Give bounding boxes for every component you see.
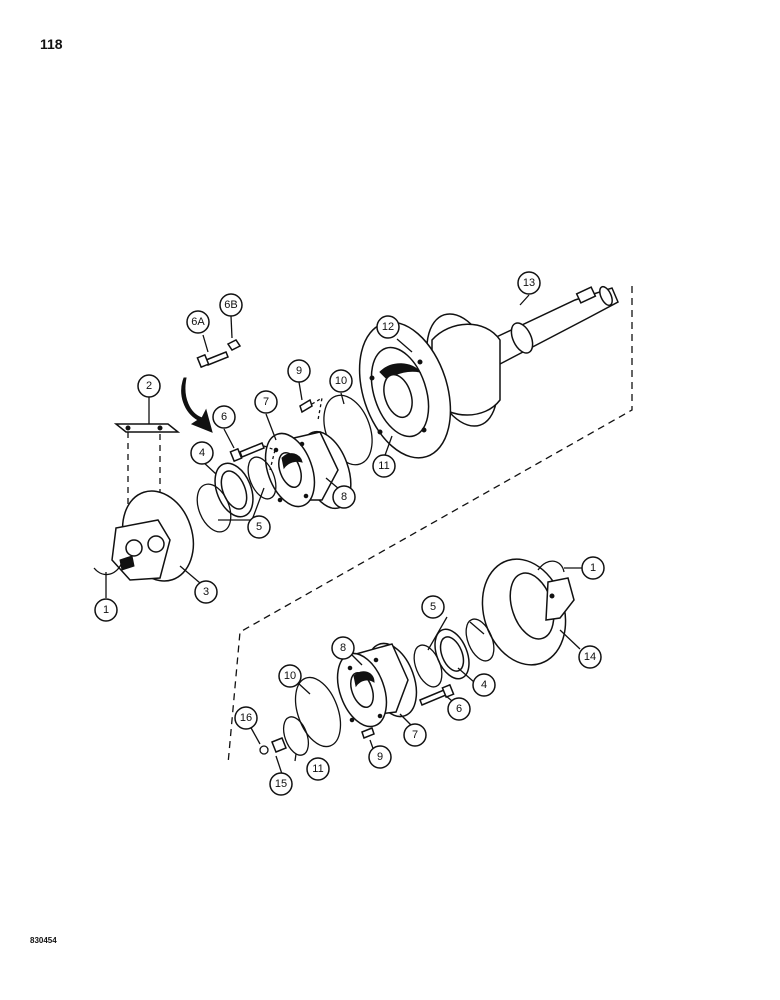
bolt-leader-upper [263, 445, 276, 471]
plate-hole-1 [125, 425, 131, 431]
callout-7-lower-label: 7 [412, 729, 418, 741]
callout-12-label: 12 [382, 321, 394, 333]
callout-6A-label: 6A [191, 316, 205, 328]
callout-8-upper-label: 8 [341, 491, 347, 503]
callout-6B: 6B [219, 293, 243, 317]
callout-15-label: 15 [275, 778, 287, 790]
callout-13: 13 [517, 271, 541, 295]
callout-1-upper: 1 [94, 598, 118, 622]
callout-11-upper: 11 [372, 454, 396, 478]
bolt-upper [229, 442, 265, 463]
callout-14: 14 [578, 645, 602, 669]
callout-4-lower-label: 4 [481, 679, 487, 691]
end-cap-upper [111, 490, 195, 582]
callout-8-lower: 8 [331, 636, 355, 660]
callout-11-lower: 11 [306, 757, 330, 781]
collar-lower [336, 642, 418, 728]
callout-8-lower-label: 8 [340, 642, 346, 654]
callout-5-lower-label: 5 [430, 601, 436, 613]
callout-4-upper: 4 [190, 441, 214, 465]
callout-4-lower: 4 [472, 673, 496, 697]
callout-9-lower-label: 9 [377, 751, 383, 763]
callout-10-lower: 10 [278, 664, 302, 688]
o-ring-large-lower [294, 676, 342, 748]
callout-6-lower-label: 6 [456, 703, 462, 715]
callout-7-upper-label: 7 [263, 396, 269, 408]
retainer-plate [113, 423, 181, 433]
callout-6B-label: 6B [224, 299, 237, 311]
seal-lower [434, 628, 470, 680]
seal-ring-lower-1 [465, 618, 495, 662]
callout-11-lower-label: 11 [312, 763, 323, 775]
callout-4-upper-label: 4 [199, 447, 205, 459]
callout-6-upper: 6 [212, 405, 236, 429]
dashed-alignment-line [227, 286, 633, 765]
callout-10-upper: 10 [329, 369, 353, 393]
callout-12: 12 [376, 315, 400, 339]
seal-upper [214, 462, 254, 518]
pin-leader-upper [311, 396, 323, 421]
lock-ring-lower [537, 560, 565, 573]
callout-2-label: 2 [146, 380, 152, 392]
callout-2: 2 [137, 374, 161, 398]
figure-code: 830454 [30, 936, 57, 945]
nut-6b [226, 339, 242, 351]
lock-ring-upper [93, 561, 123, 576]
callout-3-label: 3 [203, 586, 209, 598]
callout-10-lower-label: 10 [284, 670, 296, 682]
callout-9-upper: 9 [287, 359, 311, 383]
page-number: 118 [40, 36, 63, 52]
callout-3: 3 [194, 580, 218, 604]
bolt-lower [419, 683, 455, 706]
callout-13-label: 13 [523, 277, 535, 289]
o-ring-small-lower [282, 716, 310, 756]
callout-7-upper: 7 [254, 390, 278, 414]
direction-arrow [181, 377, 213, 433]
callout-6A: 6A [186, 310, 210, 334]
callout-16-label: 16 [240, 712, 252, 724]
end-cap-lower [481, 558, 575, 666]
callout-5-upper-label: 5 [256, 521, 262, 533]
seal-ring-upper-2 [247, 456, 277, 500]
callout-9-upper-label: 9 [296, 365, 302, 377]
plug-washer [259, 745, 269, 755]
callout-9-lower: 9 [368, 745, 392, 769]
plate-hole-2 [157, 425, 163, 431]
fill-plug [271, 737, 287, 753]
callout-1-lower-label: 1 [590, 562, 596, 574]
collar-upper [264, 430, 352, 510]
callout-6-lower: 6 [447, 697, 471, 721]
seal-ring-upper-1 [196, 483, 232, 533]
callout-16: 16 [234, 706, 258, 730]
pin-upper [299, 398, 313, 414]
callout-1-lower: 1 [581, 556, 605, 580]
callout-5-lower: 5 [421, 595, 445, 619]
callout-6-upper-label: 6 [221, 411, 227, 423]
callout-8-upper: 8 [332, 485, 356, 509]
callout-5-upper: 5 [247, 515, 271, 539]
track-roller-upper [358, 313, 501, 459]
bolt-6a [196, 351, 229, 369]
callout-1-upper-label: 1 [103, 604, 109, 616]
shaft [489, 285, 619, 366]
callout-15: 15 [269, 772, 293, 796]
seal-ring-lower-2 [413, 644, 443, 688]
callout-7-lower: 7 [403, 723, 427, 747]
callout-11-upper-label: 11 [378, 460, 389, 472]
callout-14-label: 14 [584, 651, 596, 663]
pin-lower [361, 727, 375, 739]
callout-10-upper-label: 10 [335, 375, 347, 387]
